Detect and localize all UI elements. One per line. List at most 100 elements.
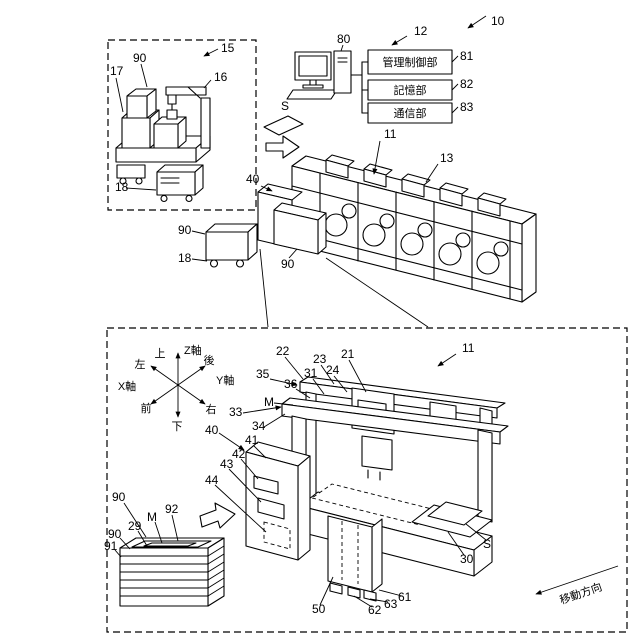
leader-line bbox=[447, 531, 465, 556]
tower-side bbox=[297, 455, 311, 561]
machine-band-line bbox=[291, 185, 523, 245]
machine-band-line bbox=[291, 231, 523, 291]
movement-label: 移動方向 bbox=[558, 579, 604, 607]
callout-61: 61 bbox=[378, 589, 412, 604]
module-ref: 82 bbox=[460, 77, 474, 91]
callout-90-stack-side: 90 bbox=[108, 527, 131, 550]
tray-side bbox=[317, 212, 327, 255]
leader-line bbox=[191, 258, 208, 262]
callout-label: 92 bbox=[165, 502, 179, 516]
leader-line bbox=[154, 521, 163, 544]
callout-15: 15 bbox=[203, 41, 235, 57]
roll bbox=[324, 213, 348, 237]
roll bbox=[417, 222, 433, 238]
roof-unit bbox=[363, 168, 387, 188]
system-overview: 10 12 80 管理制御部 81 記憶部 82 bbox=[286, 14, 505, 124]
crane-brace bbox=[187, 86, 201, 99]
foot bbox=[347, 586, 361, 599]
callout-90-stack-top: 90 bbox=[112, 490, 147, 538]
detail-funnel-line bbox=[325, 257, 429, 328]
axis-up-label: 上 bbox=[155, 347, 166, 360]
tower-window bbox=[253, 475, 279, 495]
leader-line bbox=[123, 502, 147, 538]
callout-label: S bbox=[483, 537, 491, 551]
leader-line bbox=[115, 77, 124, 113]
monitor-stand bbox=[309, 79, 317, 86]
callout-63: 63 bbox=[369, 597, 398, 611]
sheet-edge bbox=[207, 545, 225, 557]
axis-x-label: X軸 bbox=[118, 379, 136, 393]
callout-50: 50 bbox=[312, 576, 334, 616]
axis-down-label: 下 bbox=[172, 421, 183, 433]
module-memory: 記憶部 82 bbox=[367, 77, 474, 101]
callout-12: 12 bbox=[391, 24, 428, 46]
leader-line bbox=[228, 468, 262, 503]
roof-unit bbox=[439, 187, 463, 207]
callout-label: 62 bbox=[368, 603, 382, 617]
callout-label: 29 bbox=[128, 519, 142, 533]
callout-label: 24 bbox=[326, 363, 340, 377]
axis-back-label: 後 bbox=[204, 353, 215, 367]
module-comm: 通信部 83 bbox=[367, 100, 474, 124]
axis-right-label: 右 bbox=[206, 402, 217, 416]
callout-17: 17 bbox=[110, 64, 124, 113]
callout-13: 13 bbox=[425, 151, 454, 183]
detail-dashed-border bbox=[106, 327, 628, 633]
roll bbox=[341, 203, 357, 219]
stack-feed-arrow bbox=[199, 502, 236, 529]
leader-line bbox=[253, 445, 267, 459]
leader-line bbox=[451, 83, 459, 91]
leader-line bbox=[191, 230, 206, 235]
callout-label: M bbox=[147, 510, 157, 524]
inset-cart-large bbox=[156, 164, 204, 203]
roll bbox=[400, 232, 424, 256]
callout-21: 21 bbox=[341, 347, 367, 393]
roll bbox=[476, 251, 500, 275]
callout-40-printer: 40 bbox=[246, 172, 273, 192]
printer-machine: 11 13 40 90 bbox=[246, 127, 537, 303]
callout-92: 92 bbox=[165, 502, 179, 542]
leader-line bbox=[467, 15, 487, 29]
module-ref: 81 bbox=[460, 49, 474, 63]
axis-y-label: Y軸 bbox=[216, 373, 234, 387]
axis-left-label: 左 bbox=[135, 358, 146, 371]
callout-label: 10 bbox=[491, 14, 505, 28]
sheet bbox=[263, 115, 304, 136]
callout-91: 91 bbox=[104, 539, 122, 558]
leader-line bbox=[240, 458, 259, 480]
foot bbox=[363, 589, 377, 602]
leader-line bbox=[273, 402, 294, 406]
sheet-edge bbox=[207, 561, 225, 573]
callout-80: 80 bbox=[337, 32, 351, 52]
top-sheet-inner bbox=[143, 542, 197, 547]
axis-z-label: Z軸 bbox=[184, 343, 202, 357]
leader-line bbox=[125, 187, 157, 191]
leader-line bbox=[203, 48, 219, 57]
roll bbox=[493, 241, 509, 257]
leader-line bbox=[288, 248, 298, 259]
crane-arm bbox=[165, 86, 211, 149]
cart-wheel bbox=[235, 259, 245, 268]
callout-label: 16 bbox=[214, 70, 228, 84]
callout-40-detail: 40 bbox=[205, 423, 245, 451]
callout-label: 41 bbox=[245, 433, 259, 447]
cart-wheel bbox=[119, 177, 127, 185]
cart-wheel bbox=[209, 259, 219, 268]
axis-front-label: 前 bbox=[141, 401, 152, 415]
callout-11-detail: 11 bbox=[437, 341, 475, 367]
stored-boxes bbox=[121, 88, 187, 149]
crane-gripper bbox=[167, 94, 177, 105]
module-ref: 83 bbox=[460, 100, 474, 114]
callout-44: 44 bbox=[205, 473, 267, 533]
front-right-column bbox=[477, 429, 493, 523]
box-front bbox=[121, 117, 151, 149]
tower-hidden-part bbox=[263, 521, 291, 550]
leader-line bbox=[263, 413, 286, 428]
callout-label: 50 bbox=[312, 602, 326, 616]
sheet-edge bbox=[207, 585, 225, 597]
feed-direction-arrow bbox=[265, 135, 300, 159]
crane-load bbox=[166, 109, 178, 120]
callout-43: 43 bbox=[220, 457, 262, 503]
computer-tower bbox=[333, 50, 352, 94]
